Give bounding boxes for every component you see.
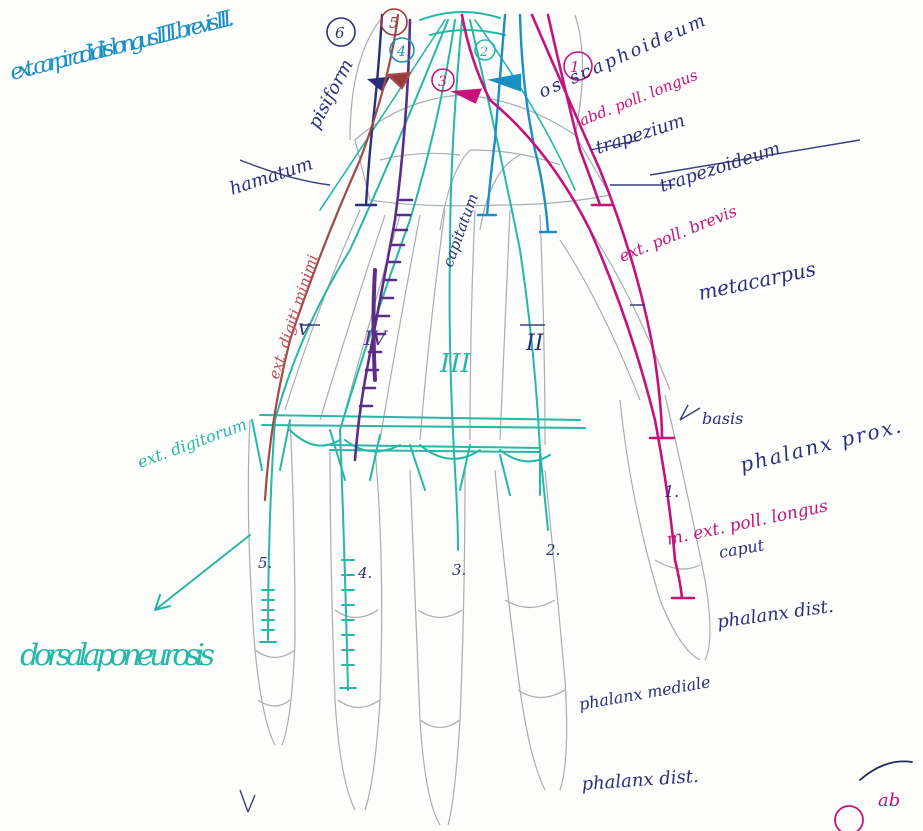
metacarpal-ticks — [240, 140, 860, 812]
pisiform-label: pisiform — [304, 56, 358, 132]
caput-label: caput — [717, 535, 766, 562]
finger-3: 3. — [452, 561, 466, 579]
finger-5: 5. — [258, 554, 272, 572]
text-labels: 6 5 4 3 2 1. ext. carpi radialis longus … — [7, 6, 903, 811]
num-4: 4 — [396, 44, 406, 60]
roman-5: V — [298, 320, 311, 339]
ext-digitorum-label: ext. digitorum — [135, 415, 250, 472]
finger-1: 1. — [664, 482, 679, 501]
ext-carpi-rad-label: ext. carpi radialis longus II II. brevis… — [7, 6, 236, 86]
roman-2: II — [525, 331, 545, 356]
roman-3: III — [439, 349, 472, 379]
thumb-tendons — [455, 15, 912, 831]
ext-poll-brevis-label: ext. poll. brevis — [616, 201, 739, 265]
basis-label: basis — [702, 409, 743, 428]
roman-4: IV — [363, 326, 389, 350]
phalanx-mediale-label: phalanx mediale — [577, 672, 712, 714]
num-2: 2 — [479, 45, 488, 60]
phalanx-dist-bottom-label: phalanx dist. — [581, 766, 699, 795]
finger-4: 4. — [357, 564, 372, 582]
trapezoid-label: trapezoideum — [657, 138, 783, 197]
finger-2: 2. — [545, 541, 560, 559]
num-3: 3 — [438, 74, 447, 90]
num-6: 6 — [335, 24, 345, 42]
dorsalaponeurosis-label: dorsalaponeurosis — [20, 638, 215, 673]
phalanx-prox-label: phalanx prox. — [737, 414, 903, 477]
metacarpus-label: metacarpus — [696, 257, 818, 305]
phalanx-dist-right-label: phalanx dist. — [716, 596, 835, 633]
num-5: 5 — [389, 14, 399, 32]
abd-bottom-label: ab — [878, 790, 900, 811]
